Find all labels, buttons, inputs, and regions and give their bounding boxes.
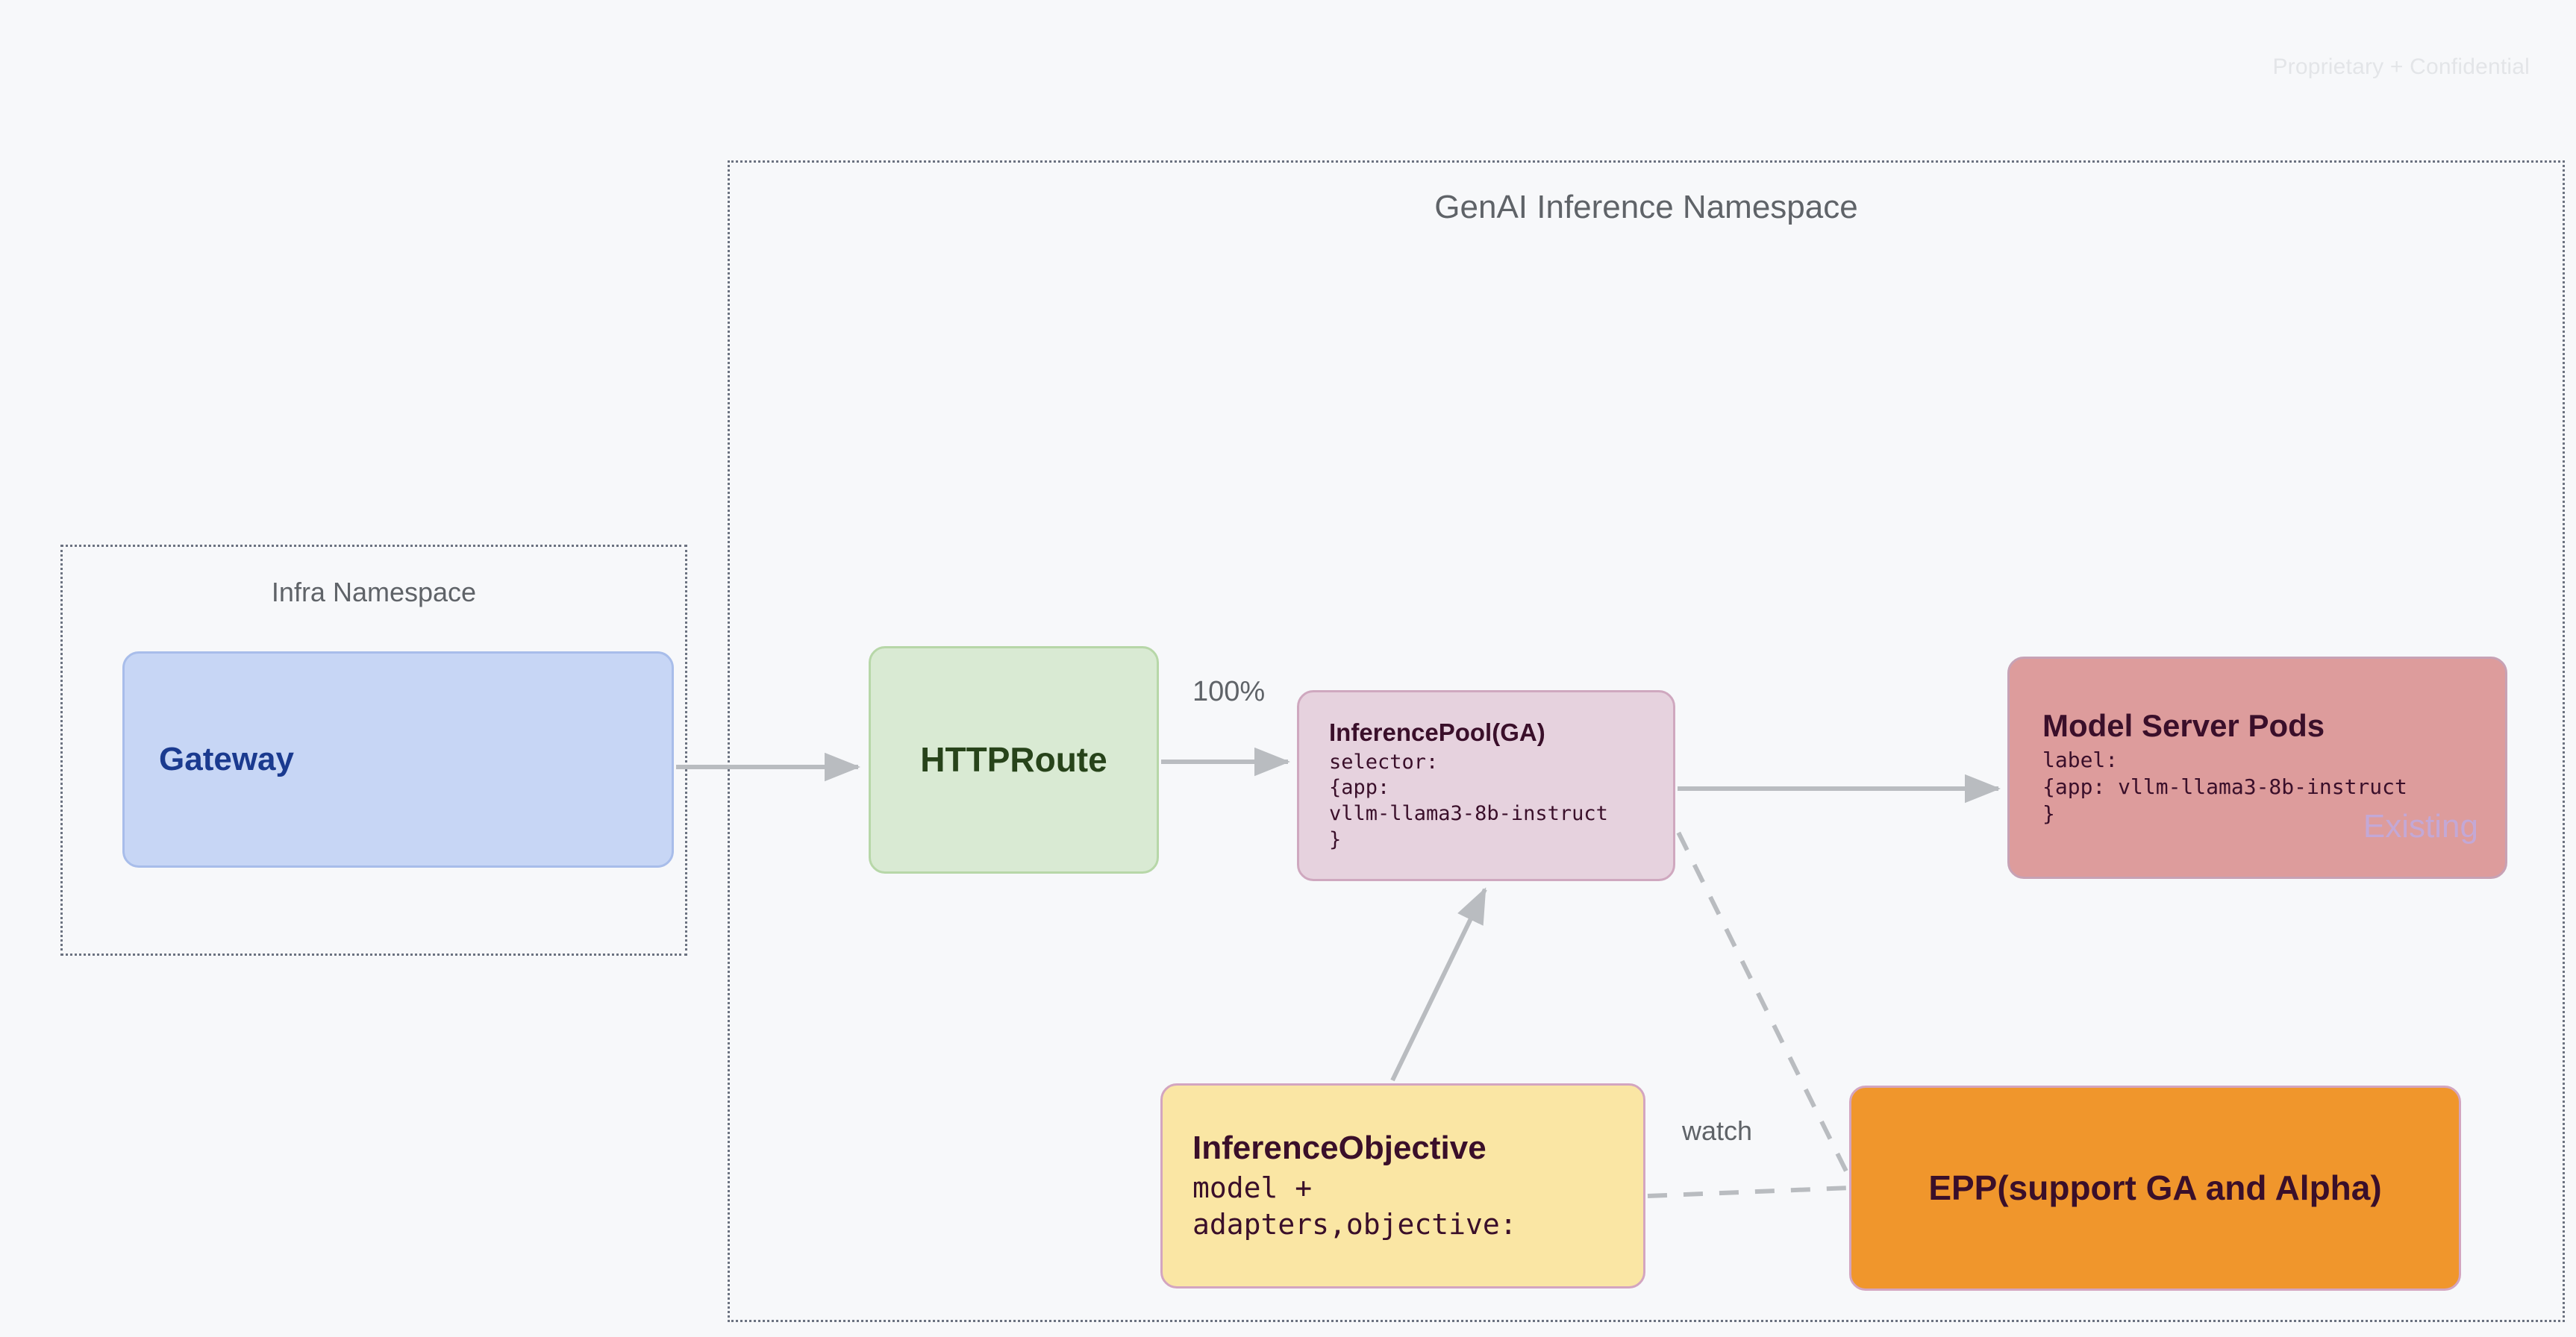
node-httproute[interactable]: HTTPRoute: [869, 646, 1159, 874]
node-inferencepool[interactable]: InferencePool(GA) selector: {app: vllm-l…: [1297, 690, 1675, 881]
node-inference-objective-title: InferenceObjective: [1192, 1129, 1486, 1166]
node-inference-objective[interactable]: InferenceObjective model + adapters,obje…: [1160, 1083, 1645, 1289]
node-epp-title: EPP(support GA and Alpha): [1928, 1168, 2382, 1208]
node-model-server-pods[interactable]: Model Server Pods label: {app: vllm-llam…: [2007, 657, 2507, 879]
existing-badge: Existing: [2363, 808, 2478, 845]
namespace-title-infra: Infra Namespace: [271, 577, 477, 607]
node-model-server-pods-label: label: {app: vllm-llama3-8b-instruct }: [2042, 748, 2407, 827]
node-inference-objective-spec: model + adapters,objective:: [1192, 1171, 1517, 1241]
node-model-server-pods-title: Model Server Pods: [2042, 708, 2325, 744]
namespace-frame-infra: [60, 545, 687, 956]
edge-label-watch: watch: [1682, 1115, 1753, 1146]
namespace-frame-genai: [728, 160, 2565, 1322]
namespace-title-genai: GenAI Inference Namespace: [1434, 189, 1858, 225]
node-epp[interactable]: EPP(support GA and Alpha): [1849, 1086, 2461, 1291]
node-httproute-title: HTTPRoute: [920, 740, 1107, 780]
node-gateway-title: Gateway: [159, 740, 294, 777]
node-inferencepool-title: InferencePool(GA): [1329, 718, 1545, 746]
confidential-watermark: Proprietary + Confidential: [2272, 54, 2530, 79]
node-gateway[interactable]: Gateway: [122, 651, 674, 868]
edge-label-traffic-percent: 100%: [1192, 676, 1266, 707]
node-inferencepool-selector: selector: {app: vllm-llama3-8b-instruct …: [1329, 750, 1608, 851]
